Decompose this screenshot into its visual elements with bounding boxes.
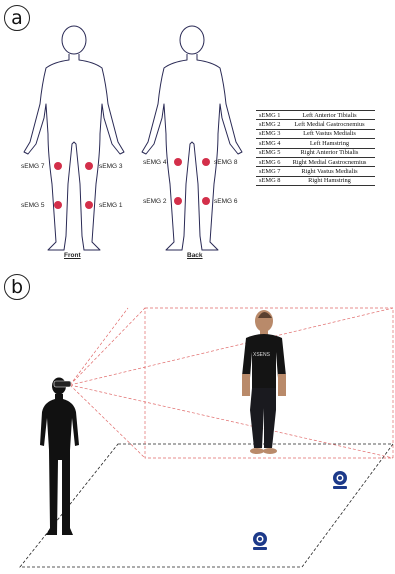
front-body-outline [24, 26, 124, 250]
electrode-semg8 [202, 158, 210, 166]
muscle-cell: Right Anterior Tibialis [283, 148, 375, 157]
sensor-cell: sEMG 4 [256, 139, 283, 148]
muscle-cell: Right Hamstring [283, 176, 375, 185]
sensor-cell: sEMG 8 [256, 176, 283, 185]
observer-silhouette [40, 378, 79, 536]
label-semg6: sEMG 6 [214, 198, 237, 205]
electrode-semg7 [54, 162, 62, 170]
label-semg1: sEMG 1 [99, 202, 122, 209]
muscle-cell: Left Medial Gastrocnemius [283, 120, 375, 129]
sensor-cell: sEMG 7 [256, 167, 283, 176]
back-body-outline [142, 26, 242, 250]
avatar-shirt-text: XSENS [253, 352, 270, 358]
camera-icon [333, 471, 347, 489]
label-semg3: sEMG 3 [99, 163, 122, 170]
camera-icon [253, 532, 267, 550]
muscle-cell: Right Vastus Medialis [283, 167, 375, 176]
muscle-cell: Right Medial Gastrocnemius [283, 157, 375, 166]
sensor-cell: sEMG 5 [256, 148, 283, 157]
floor-plane [20, 444, 393, 567]
label-semg2: sEMG 2 [143, 198, 166, 205]
sensor-cell: sEMG 2 [256, 120, 283, 129]
sensor-cell: sEMG 1 [256, 111, 283, 120]
electrode-semg1 [85, 201, 93, 209]
muscle-cell: Left Hamstring [283, 139, 375, 148]
front-caption: Front [64, 252, 81, 259]
muscle-cell: Left Vastus Medialis [283, 129, 375, 138]
electrode-semg6 [202, 197, 210, 205]
label-semg4: sEMG 4 [143, 159, 166, 166]
vr-headset-icon [54, 381, 71, 387]
avatar-figure [242, 310, 286, 454]
sensor-cell: sEMG 6 [256, 157, 283, 166]
electrode-semg2 [174, 197, 182, 205]
sensor-cell: sEMG 3 [256, 129, 283, 138]
label-semg7: sEMG 7 [21, 163, 44, 170]
electrode-semg4 [174, 158, 182, 166]
label-semg5: sEMG 5 [21, 202, 44, 209]
muscle-cell: Left Anterior Tibialis [283, 111, 375, 120]
view-frustum [70, 308, 393, 458]
label-semg8: sEMG 8 [214, 159, 237, 166]
back-caption: Back [187, 252, 203, 259]
electrode-semg3 [85, 162, 93, 170]
electrode-semg5 [54, 201, 62, 209]
